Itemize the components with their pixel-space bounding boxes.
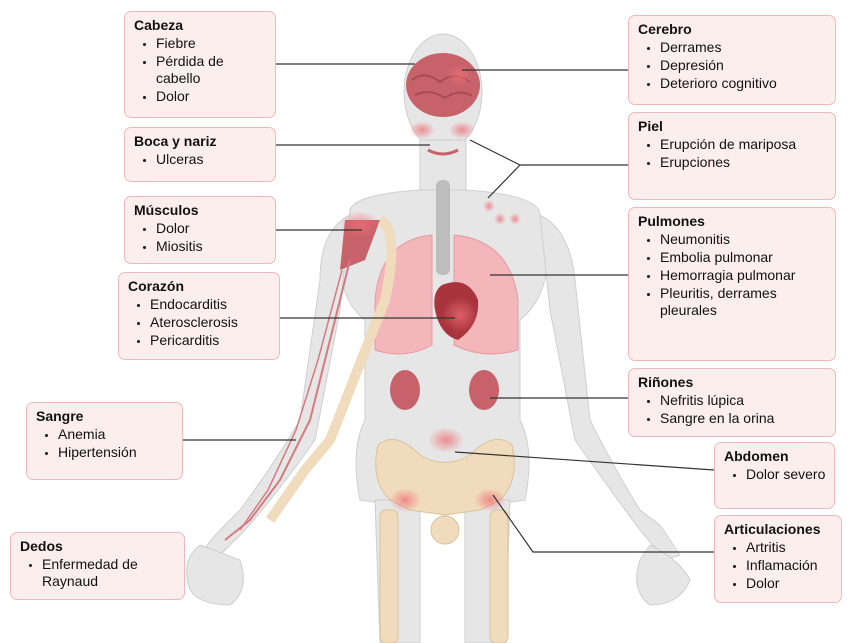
box-musculos: Músculos Dolor Miositis [124, 196, 276, 264]
box-item: Deterioro cognitivo [660, 75, 827, 92]
brain [406, 53, 480, 117]
box-item: Pleuritis, derrames pleurales [660, 285, 827, 319]
box-item: Hemorragia pulmonar [660, 267, 827, 284]
box-item: Embolia pulmonar [660, 249, 827, 266]
box-item: Dolor [156, 220, 267, 237]
abdomen-inflammation [428, 427, 464, 453]
box-title: Cerebro [638, 21, 827, 38]
box-item: Pericarditis [150, 332, 271, 349]
box-title: Abdomen [724, 448, 826, 465]
box-cabeza: Cabeza Fiebre Pérdida de cabello Dolor [124, 11, 276, 118]
skeleton-lower [376, 439, 515, 643]
box-item: Nefritis lúpica [660, 392, 827, 409]
box-item: Depresión [660, 57, 827, 74]
box-item: Inflamación [746, 557, 833, 574]
box-title: Dedos [20, 538, 176, 555]
box-title: Piel [638, 118, 827, 135]
box-title: Riñones [638, 374, 827, 391]
box-item: Miositis [156, 238, 267, 255]
box-title: Corazón [128, 278, 271, 295]
box-abdomen: Abdomen Dolor severo [714, 442, 835, 509]
box-boca-nariz: Boca y nariz Ulceras [124, 127, 276, 182]
box-item: Dolor [156, 88, 267, 105]
box-title: Cabeza [134, 17, 267, 34]
box-item: Enfermedad de Raynaud [42, 556, 176, 590]
trachea [436, 180, 450, 275]
box-sangre: Sangre Anemia Hipertensión [26, 402, 183, 480]
box-pulmones: Pulmones Neumonitis Embolia pulmonar Hem… [628, 207, 836, 361]
box-item: Dolor [746, 575, 833, 592]
box-dedos: Dedos Enfermedad de Raynaud [10, 532, 185, 600]
box-item: Anemia [58, 426, 174, 443]
box-title: Pulmones [638, 213, 827, 230]
box-item: Fiebre [156, 35, 267, 52]
box-articulaciones: Articulaciones Artritis Inflamación Dolo… [714, 515, 842, 603]
box-rinones: Riñones Nefritis lúpica Sangre en la ori… [628, 368, 836, 437]
box-title: Sangre [36, 408, 174, 425]
box-item: Erupciones [660, 154, 827, 171]
box-item: Hipertensión [58, 444, 174, 461]
box-item: Derrames [660, 39, 827, 56]
box-cerebro: Cerebro Derrames Depresión Deterioro cog… [628, 15, 836, 105]
box-title: Músculos [134, 202, 267, 219]
box-item: Artritis [746, 539, 833, 556]
box-corazon: Corazón Endocarditis Aterosclerosis Peri… [118, 272, 280, 360]
box-piel: Piel Erupción de mariposa Erupciones [628, 112, 836, 200]
box-item: Sangre en la orina [660, 410, 827, 427]
box-item: Ulceras [156, 151, 267, 168]
box-item: Aterosclerosis [150, 314, 271, 331]
box-title: Articulaciones [724, 521, 833, 538]
box-item: Dolor severo [746, 466, 826, 483]
box-item: Erupción de mariposa [660, 136, 827, 153]
box-item: Pérdida de cabello [156, 53, 267, 87]
box-title: Boca y nariz [134, 133, 267, 150]
box-item: Neumonitis [660, 231, 827, 248]
box-item: Endocarditis [150, 296, 271, 313]
